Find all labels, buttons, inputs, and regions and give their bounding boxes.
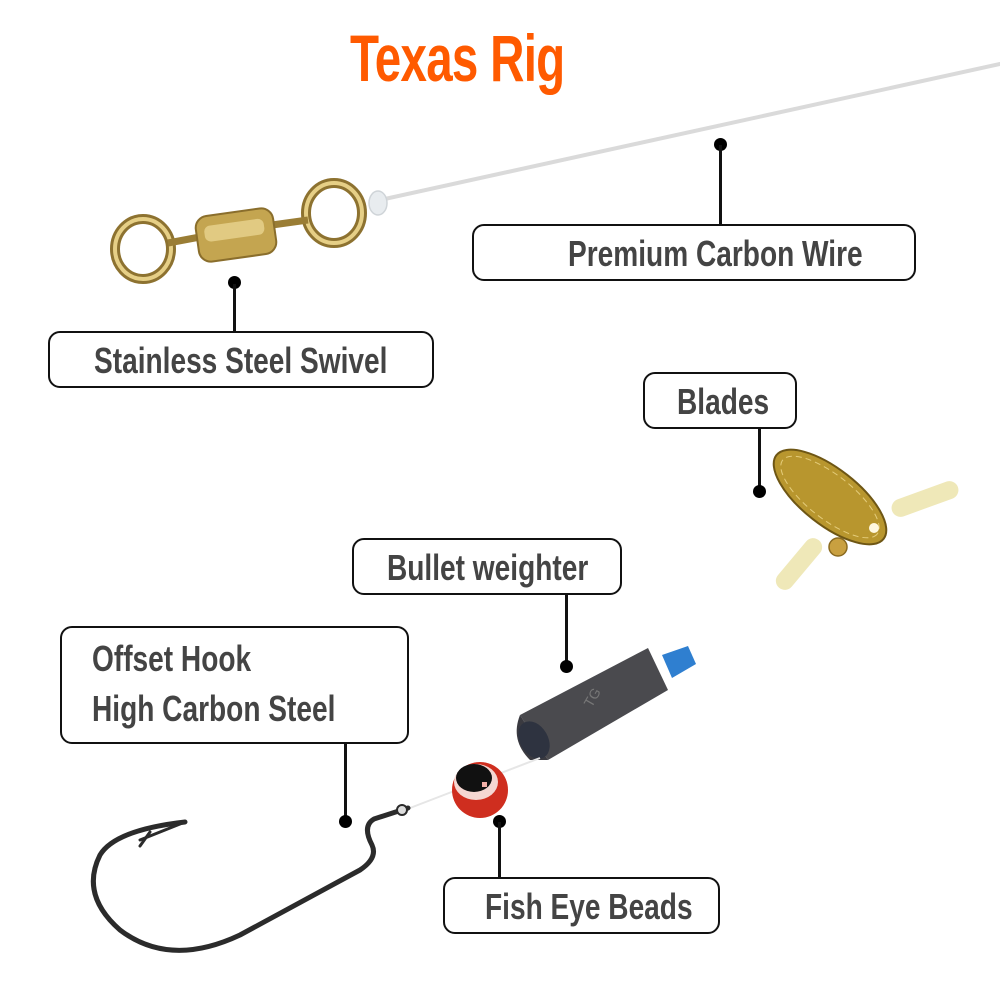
- label-text: Premium Carbon Wire: [568, 233, 863, 274]
- beads-leader-line: [498, 822, 501, 878]
- label-text: Fish Eye Beads: [485, 886, 693, 927]
- label-text: Stainless Steel Swivel: [94, 340, 388, 381]
- blades-leader-line: [758, 428, 761, 490]
- hook-marker-dot: [339, 815, 352, 828]
- wire-leader-line: [719, 145, 722, 225]
- label-text-line1: Offset Hook: [92, 638, 252, 679]
- hook-leader-line: [344, 743, 347, 819]
- hook-illustration: [90, 804, 411, 953]
- bead-illustration: [452, 762, 508, 818]
- label-stainless-steel-swivel: Stainless Steel Swivel: [48, 331, 434, 388]
- weight-marker-dot: [560, 660, 573, 673]
- label-text: Blades: [677, 381, 770, 422]
- label-offset-hook: Offset Hook High Carbon Steel: [60, 626, 409, 744]
- wire-knot: [368, 190, 388, 216]
- label-premium-carbon-wire: Premium Carbon Wire: [472, 224, 916, 281]
- label-text-line2: High Carbon Steel: [92, 688, 336, 729]
- beads-marker-dot: [493, 815, 506, 828]
- blades-marker-dot: [753, 485, 766, 498]
- swivel-leader-line: [233, 284, 236, 332]
- label-blades: Blades: [643, 372, 797, 429]
- swivel-illustration: [110, 178, 367, 284]
- weight-leader-line: [565, 594, 568, 664]
- bullet-weight-illustration: TG: [516, 646, 696, 760]
- label-fish-eye-beads: Fish Eye Beads: [443, 877, 720, 934]
- label-bullet-weighter: Bullet weighter: [352, 538, 622, 595]
- blade-illustration: [772, 448, 959, 590]
- label-text: Bullet weighter: [387, 547, 589, 588]
- carbon-wire-line: [378, 62, 1000, 202]
- wire-marker-dot: [714, 138, 727, 151]
- swivel-marker-dot: [228, 276, 241, 289]
